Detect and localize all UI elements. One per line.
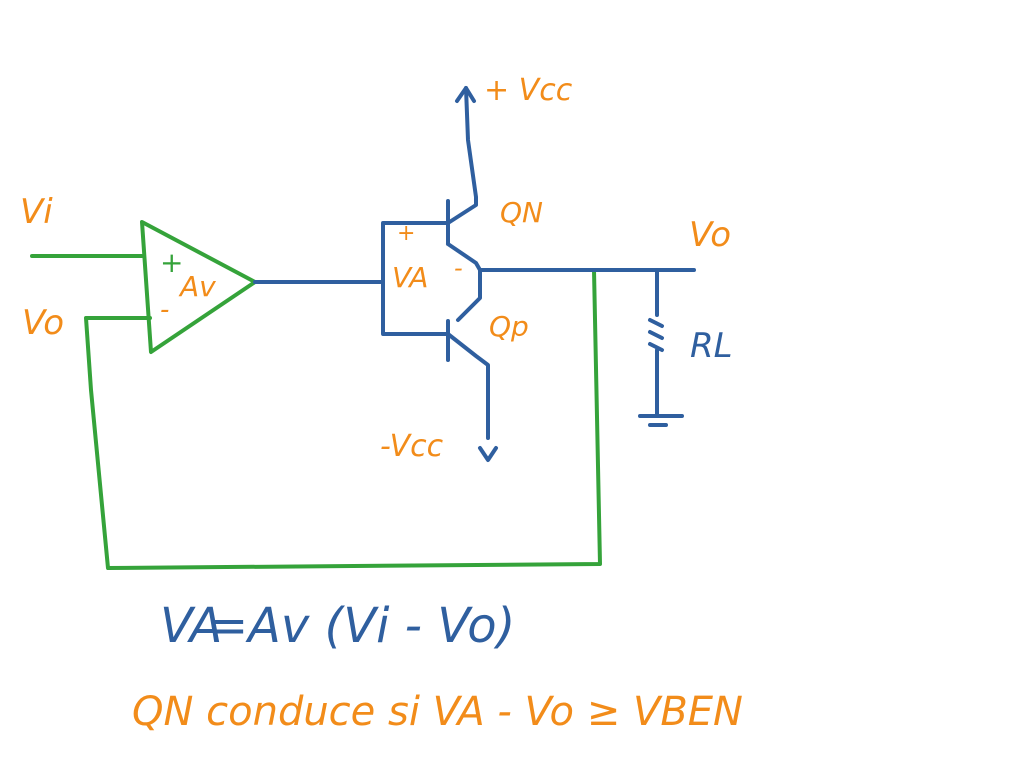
rl-label: RL: [690, 326, 733, 366]
equation-qn-condition: QN conduce si VA - Vo ≥ VBEN: [132, 689, 743, 735]
equation-va-right: Av (Vi - Vo): [245, 598, 515, 654]
vo-output-label: Vo: [689, 215, 731, 255]
qn-transistor: [446, 86, 482, 272]
vcc-arrow-bottom: [478, 446, 498, 462]
minus-input-label: -: [160, 295, 169, 325]
output-circuit: [253, 86, 696, 462]
qp-transistor: [446, 268, 490, 440]
vcc-top-label: + Vcc: [484, 73, 573, 108]
equation-equals: =: [208, 598, 248, 654]
vcc-arrow-top: [455, 86, 476, 103]
equation-va-left: VA: [160, 598, 222, 654]
base-bias-network: [381, 221, 450, 336]
vi-label: Vi: [20, 192, 53, 232]
av-label: Av: [178, 270, 216, 303]
plus-input-label: +: [160, 246, 183, 279]
va-label: VA: [392, 261, 428, 294]
va-plus-label: +: [397, 221, 415, 246]
va-minus-label: -: [454, 254, 463, 282]
op-amp: [30, 220, 602, 570]
vcc-bottom-label: -Vcc: [380, 429, 444, 464]
feedback-wire: [84, 268, 602, 570]
op-amp-triangle: [140, 220, 257, 354]
load-resistor: [638, 268, 684, 427]
qn-label: QN: [500, 196, 543, 229]
vo-input-label: Vo: [22, 303, 64, 343]
qp-label: Qp: [489, 310, 529, 343]
